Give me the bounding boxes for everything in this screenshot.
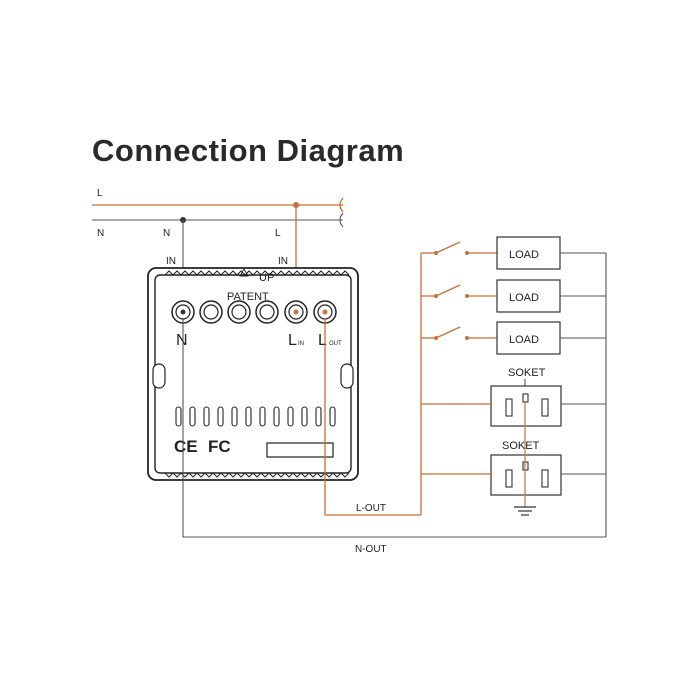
load-branch-3 bbox=[421, 326, 497, 340]
fc-mark: FC bbox=[208, 437, 231, 456]
terminal-block bbox=[171, 300, 337, 324]
live-label: L bbox=[97, 188, 103, 199]
l-out-wire bbox=[324, 318, 421, 516]
terminal-2 bbox=[199, 300, 223, 324]
terminal-lin bbox=[284, 300, 308, 324]
neutral-main-wire bbox=[92, 212, 344, 228]
socket-1 bbox=[490, 379, 562, 427]
load-branch-2 bbox=[421, 284, 497, 298]
terminal-lout-sub: OUT bbox=[329, 341, 342, 347]
n-out-wire bbox=[182, 318, 606, 538]
load-box-1 bbox=[496, 236, 561, 270]
live-drop-label: L bbox=[275, 228, 281, 239]
socket-label-1: SOKET bbox=[508, 367, 546, 379]
neutral-label: N bbox=[97, 228, 104, 239]
live-main-wire bbox=[92, 197, 344, 213]
socket-2 bbox=[490, 454, 562, 496]
load-branch-1 bbox=[421, 241, 497, 255]
load-label-3: LOAD bbox=[509, 334, 539, 346]
up-arrow-icon bbox=[239, 268, 249, 277]
diagram-title: Connection Diagram bbox=[92, 133, 404, 168]
terminal-lin-sub: IN bbox=[298, 341, 304, 347]
terminal-n-label: N bbox=[176, 332, 188, 349]
terminal-4 bbox=[255, 300, 279, 324]
label-plate bbox=[266, 442, 334, 458]
load-neutral-wires bbox=[560, 252, 607, 537]
up-label: UP bbox=[259, 272, 274, 284]
ce-mark: CE bbox=[174, 437, 198, 456]
terminal-3 bbox=[227, 300, 251, 324]
n-out-label: N-OUT bbox=[355, 544, 387, 555]
neutral-drop-label: N bbox=[163, 228, 170, 239]
switch-device bbox=[147, 267, 359, 481]
ground-icon bbox=[514, 506, 536, 516]
input-label-left: IN bbox=[166, 256, 176, 267]
socket-label-2: SOKET bbox=[502, 440, 540, 452]
load-label-1: LOAD bbox=[509, 249, 539, 261]
l-out-label: L-OUT bbox=[356, 503, 386, 514]
input-label-right: IN bbox=[278, 256, 288, 267]
terminal-lin-label: L bbox=[288, 332, 297, 349]
terminal-lout-label: L bbox=[318, 332, 327, 349]
load-label-2: LOAD bbox=[509, 292, 539, 304]
patent-label: PATENT bbox=[227, 291, 269, 303]
